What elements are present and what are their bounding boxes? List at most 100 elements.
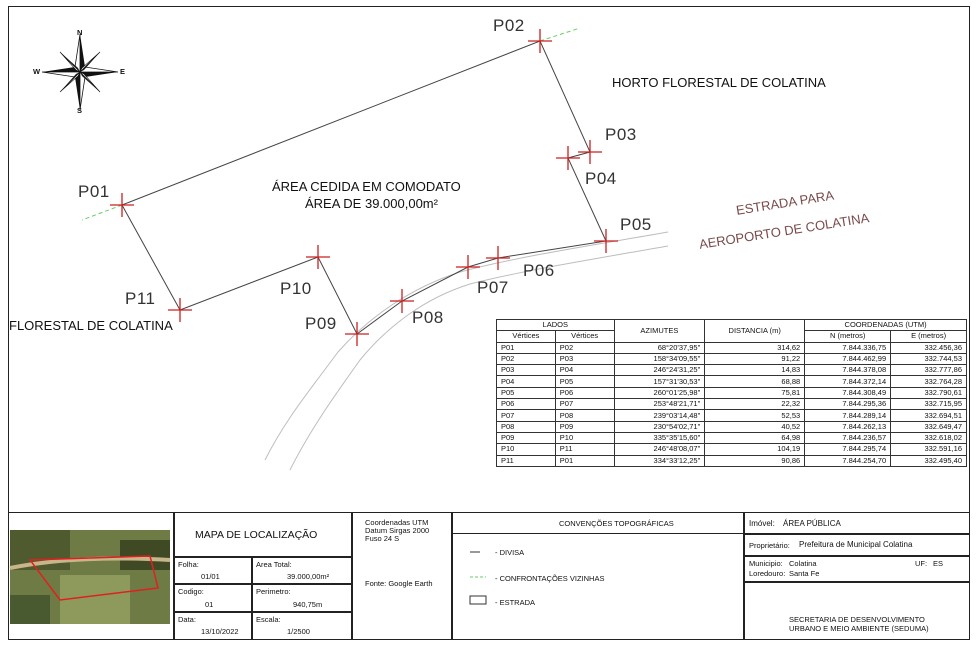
header-vertices-2: Vértices [554,330,615,343]
conv-divisa: - DIVISA [495,548,525,557]
cell-vertex-to: P02 [554,341,615,354]
header-n: N (metros) [804,330,892,343]
secretaria-cell: SECRETARIA DE DESENVOLVIMENTO URBANO E M… [744,582,970,640]
fonte-text: Fonte: Google Earth [365,579,433,588]
header-coordenadas: COORDENADAS (UTM) [804,318,967,332]
header-e: E (metros) [890,330,967,343]
cell-north: 7.844.372,14 [804,375,892,388]
data-label: Data: [178,615,196,624]
folha-cell: Folha: 01/01 [174,557,252,584]
cell-vertex-from: P05 [496,386,556,400]
label-p04: P04 [585,169,617,188]
coords-info-cell: Coordenadas UTM Datum Sirgas 2000 Fuso 2… [352,512,452,640]
perimetro-value: 940,75m [293,600,323,609]
cell-vertex-to: P01 [554,454,615,467]
compass-n: N [77,28,83,37]
cell-azimute: 239°03'14,48" [613,409,706,422]
area-boundary [121,40,607,335]
secretaria-line2: URBANO E MEIO AMBIENTE (SEDUMA) [789,624,929,633]
folha-label: Folha: [178,560,199,569]
perimetro-label: Perimetro: [256,587,291,596]
marker-p11 [168,298,192,322]
marker-p03 [578,140,602,164]
cell-north: 7.844.295,74 [804,443,892,456]
cell-vertex-from: P07 [496,409,556,422]
uf-label: UF: [915,559,928,568]
cell-azimute: 334°33'12,25" [613,454,706,467]
codigo-value: 01 [205,600,214,609]
escala-label: Escala: [256,615,281,624]
marker-p06 [486,246,510,270]
conv-estrada: - ESTRADA [495,598,536,607]
cell-north: 7.844.254,70 [804,454,892,467]
cell-vertex-from: P04 [496,375,556,388]
area-value: ÁREA DE 39.000,00m² [305,196,438,211]
cell-distancia: 64,98 [704,431,806,445]
marker-p05 [594,229,618,253]
cell-vertex-from: P03 [496,364,556,377]
cell-north: 7.844.289,14 [804,409,892,422]
uf-value: ES [933,559,944,568]
cell-north: 7.844.236,57 [804,431,892,445]
loredouro-label: Loredouro: [749,569,786,578]
cell-vertex-to: P07 [554,398,615,411]
compass-s: S [77,106,83,115]
cell-vertex-to: P09 [554,420,615,433]
marker-p10 [306,245,330,269]
cell-vertex-to: P06 [554,386,615,400]
data-value: 13/10/2022 [201,627,239,636]
convencoes-title: CONVENÇÕES TOPOGRÁFICAS [559,519,674,528]
label-p11: P11 [125,289,156,308]
label-p10: P10 [280,279,312,298]
label-p07: P07 [477,278,509,297]
marker-p09 [345,322,369,346]
cell-east: 332.649,47 [890,420,967,433]
area-total-label: Area Total: [256,560,292,569]
codigo-label: Codigo: [178,587,204,596]
cell-east: 332.777,86 [890,364,967,377]
municipio-value: Colatina [789,559,817,568]
cell-azimute: 158°34'09,55" [613,352,706,366]
label-p03: P03 [605,125,637,144]
label-p05: P05 [620,215,652,234]
cell-east: 332.456,36 [890,341,967,354]
cell-distancia: 68,88 [704,375,806,388]
folha-value: 01/01 [201,572,220,581]
marker-p04 [556,146,580,170]
cell-azimute: 230°54'02,71" [613,420,706,433]
cell-azimute: 335°35'15,60" [613,431,706,445]
cell-north: 7.844.262,13 [804,420,892,433]
header-lados: LADOS [496,318,615,332]
escala-cell: Escala: 1/2500 [252,612,352,640]
header-distancia: DISTANCIA (m) [704,319,806,343]
cell-distancia: 52,53 [704,409,806,422]
cell-east: 332.715,95 [890,398,967,411]
cell-azimute: 246°48'08,07" [613,443,706,456]
label-p09: P09 [305,314,337,333]
cell-east: 332.790,61 [890,386,967,400]
compass-w: W [33,67,41,76]
cell-distancia: 91,22 [704,352,806,366]
footer-map-cell [8,512,174,640]
cell-distancia: 314,62 [704,341,806,354]
cell-azimute: 260°01'25,98" [613,386,706,400]
label-p02: P02 [493,16,525,35]
cell-vertex-from: P10 [496,443,556,456]
cell-east: 332.764,28 [890,375,967,388]
cell-vertex-to: P10 [554,431,615,445]
compass-e: E [120,67,126,76]
cell-azimute: 68°20'37,95" [613,341,706,354]
cell-azimute: 157°31'30,53" [613,375,706,388]
marker-p07 [456,255,480,279]
imovel-label: Imóvel: [749,519,775,528]
area-total-value: 39.000,00m² [287,572,330,581]
convencoes-cell: CONVENÇÕES TOPOGRÁFICAS - DIVISA - CONFR… [452,512,744,640]
